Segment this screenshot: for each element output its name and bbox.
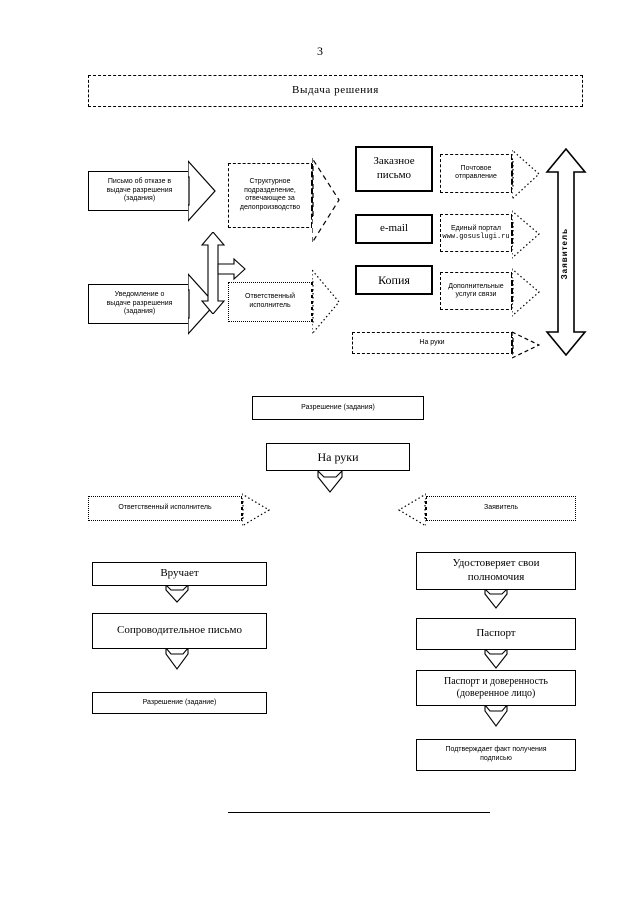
arrow-additional-comm-services: Дополнительные услуги связи	[440, 266, 540, 320]
arrow-down-icon	[162, 648, 192, 670]
box-permit-task-bottom: Разрешение (задание)	[92, 692, 267, 714]
arrow-gosuslugi-portal: Единый портал www.gosuslugi.ru	[440, 208, 540, 262]
box-passport: Паспорт	[416, 618, 576, 650]
box-permit-task-mid: Разрешение (задания)	[252, 396, 424, 420]
arrow-head-right-icon	[312, 266, 340, 338]
box-passport-and-poa: Паспорт и доверенность (доверенное лицо)	[416, 670, 576, 706]
arrow-down-icon	[481, 589, 511, 609]
box-cover-letter: Сопроводительное письмо	[92, 613, 267, 649]
arrow-head-right-icon	[242, 492, 270, 528]
arrow-down-icon	[481, 705, 511, 727]
arrow-head-left-icon	[398, 492, 426, 528]
header-title: Выдача решения	[292, 84, 379, 97]
postal-dispatch-label: Почтовое отправление	[440, 153, 514, 193]
arrow-head-right-icon	[312, 155, 340, 251]
in-hand-label: На руки	[352, 332, 514, 354]
arrow-head-right-icon	[512, 266, 540, 320]
responsible-executor-label: Ответственный исполнитель	[228, 281, 314, 323]
box-copy: Копия	[355, 265, 433, 295]
bidirectional-connector-icon	[198, 231, 262, 315]
branch-applicant-label: Заявитель	[424, 495, 576, 521]
arrow-down-icon	[313, 471, 347, 493]
arrow-records-unit: Структурное подразделение, отвечающее за…	[228, 155, 340, 251]
box-verifies-authority: Удостоверяет свои полномочия	[416, 552, 576, 590]
arrow-refusal-letter: Письмо об отказе в выдаче разрешения (за…	[88, 155, 216, 227]
additional-comm-services-label: Дополнительные услуги связи	[440, 272, 514, 311]
page-number: 3	[317, 44, 323, 58]
box-hands-over: Вручает	[92, 562, 267, 586]
arrow-responsible-executor: Ответственный исполнитель	[228, 266, 340, 338]
box-confirms-receipt: Подтверждает факт получения подписью	[416, 739, 576, 771]
arrow-head-right-icon	[512, 330, 540, 360]
branch-responsible-executor-label: Ответственный исполнитель	[88, 495, 244, 521]
arrow-in-hand: На руки	[352, 330, 540, 360]
applicant-axis-label: Заявитель	[560, 228, 569, 280]
arrow-head-right-icon	[188, 155, 216, 227]
arrow-down-icon	[481, 649, 511, 669]
arrow-postal-dispatch: Почтовое отправление	[440, 147, 540, 203]
permit-notice-label: Уведомление о выдаче разрешения (задания…	[88, 283, 190, 325]
box-email: e-mail	[355, 214, 433, 244]
arrow-permit-notice: Уведомление о выдаче разрешения (задания…	[88, 268, 216, 340]
applicant-axis-arrow	[545, 147, 587, 357]
box-in-hand-mid: На руки	[266, 443, 410, 471]
footer-divider	[228, 812, 490, 813]
arrow-head-right-icon	[512, 147, 540, 203]
arrow-head-right-icon	[512, 208, 540, 262]
arrow-down-icon	[162, 585, 192, 603]
arrow-branch-responsible-executor: Ответственный исполнитель	[88, 492, 270, 528]
arrow-branch-applicant: Заявитель	[398, 492, 576, 528]
box-registered-letter: Заказное письмо	[355, 146, 433, 192]
refusal-letter-label: Письмо об отказе в выдаче разрешения (за…	[88, 170, 190, 212]
gosuslugi-portal-label: Единый портал www.gosuslugi.ru	[440, 214, 514, 253]
records-unit-label: Структурное подразделение, отвечающее за…	[228, 162, 314, 228]
header-decision-issuance: Выдача решения	[88, 75, 583, 107]
